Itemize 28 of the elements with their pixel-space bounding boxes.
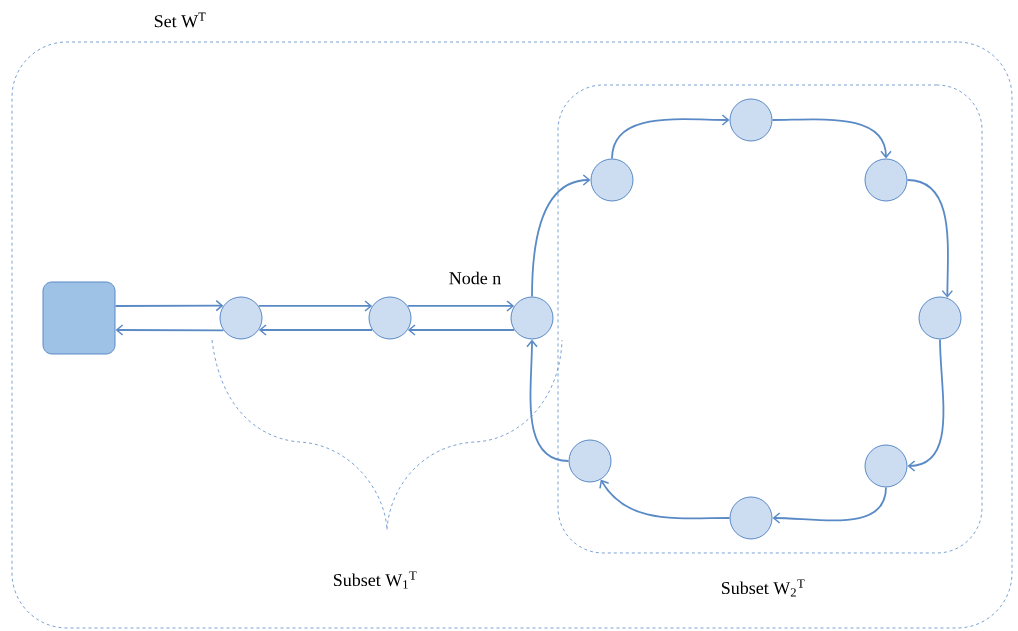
region-label: Subset W$_{2}$T <box>721 579 805 597</box>
arrow <box>115 324 225 336</box>
node-label: Node n <box>449 271 501 285</box>
arrow <box>599 479 731 520</box>
region-label: Set W$^{T}$ <box>154 12 206 28</box>
circle-node <box>729 98 773 142</box>
circle-node <box>568 439 612 483</box>
arrow <box>907 338 945 472</box>
circle-node <box>918 296 962 340</box>
arrow <box>257 300 373 312</box>
arrow <box>406 300 515 312</box>
square-node <box>42 281 116 355</box>
subset-label: Subset W$_{1}$T <box>333 571 417 589</box>
circle-node <box>368 296 412 340</box>
arrow <box>258 324 374 336</box>
arrow <box>114 299 224 312</box>
circle-node <box>864 444 908 488</box>
circle-node <box>219 296 263 340</box>
arrow <box>611 114 730 160</box>
arrow <box>906 179 954 298</box>
arrow <box>526 339 570 462</box>
circle-node <box>590 158 634 202</box>
arrow <box>531 174 591 298</box>
arrow <box>771 118 892 159</box>
circle-node <box>864 158 908 202</box>
circle-node <box>729 496 773 540</box>
arrow <box>772 486 887 524</box>
arrow <box>407 324 516 336</box>
